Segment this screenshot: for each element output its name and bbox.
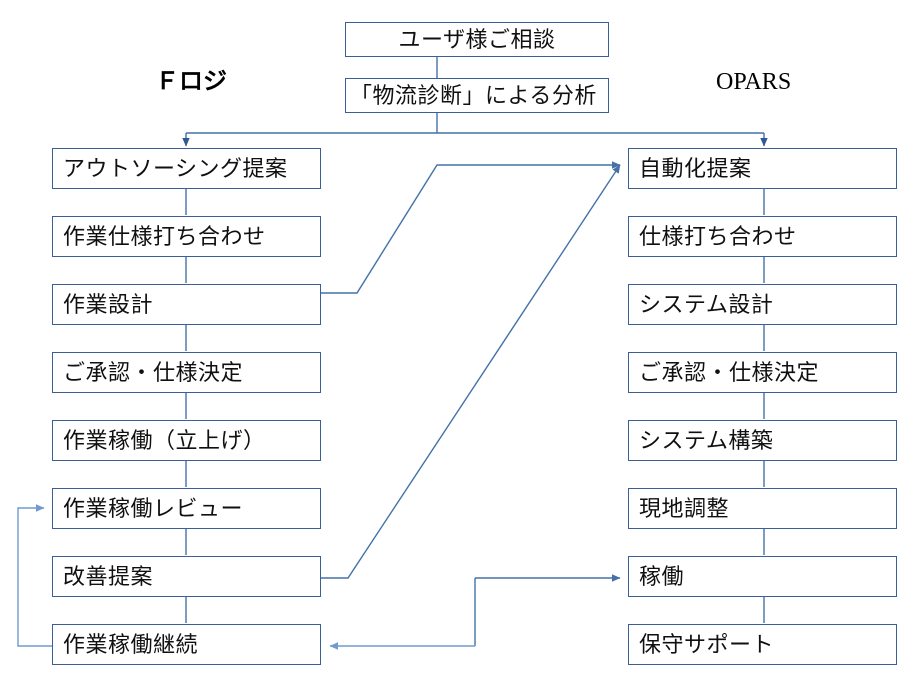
node-left-work-design[interactable]: 作業設計	[52, 284, 321, 325]
node-left-outsourcing-proposal[interactable]: アウトソーシング提案	[52, 148, 321, 189]
column-header-left: Ｆロジ	[155, 69, 227, 95]
node-left-work-continuation[interactable]: 作業稼働継続	[52, 624, 321, 665]
node-right-system-design[interactable]: システム設計	[628, 284, 897, 325]
node-right-automation-proposal[interactable]: 自動化提案	[628, 148, 897, 189]
node-left-work-spec-meeting[interactable]: 作業仕様打ち合わせ	[52, 216, 321, 257]
node-right-maintenance-support[interactable]: 保守サポート	[628, 624, 897, 665]
node-right-approval-spec-decision[interactable]: ご承認・仕様決定	[628, 352, 897, 393]
link-continue-to-review	[17, 504, 52, 647]
node-left-improvement-proposal[interactable]: 改善提案	[52, 556, 321, 597]
link-improvement-to-automation	[321, 164, 621, 579]
node-user-consultation[interactable]: ユーザ様ご相談	[345, 22, 609, 57]
node-right-system-build[interactable]: システム構築	[628, 420, 897, 461]
node-logistics-diagnosis-analysis[interactable]: 「物流診断」による分析	[345, 78, 609, 113]
node-right-operation[interactable]: 稼働	[628, 556, 897, 597]
node-left-work-review[interactable]: 作業稼働レビュー	[52, 488, 321, 529]
node-left-approval-spec-decision[interactable]: ご承認・仕様決定	[52, 352, 321, 393]
node-left-work-startup[interactable]: 作業稼働（立上げ）	[52, 420, 321, 461]
node-right-spec-meeting[interactable]: 仕様打ち合わせ	[628, 216, 897, 257]
link-worksdesign-to-automation	[321, 161, 621, 294]
node-right-onsite-adjustment[interactable]: 現地調整	[628, 488, 897, 529]
column-header-right: OPARS	[716, 69, 792, 95]
